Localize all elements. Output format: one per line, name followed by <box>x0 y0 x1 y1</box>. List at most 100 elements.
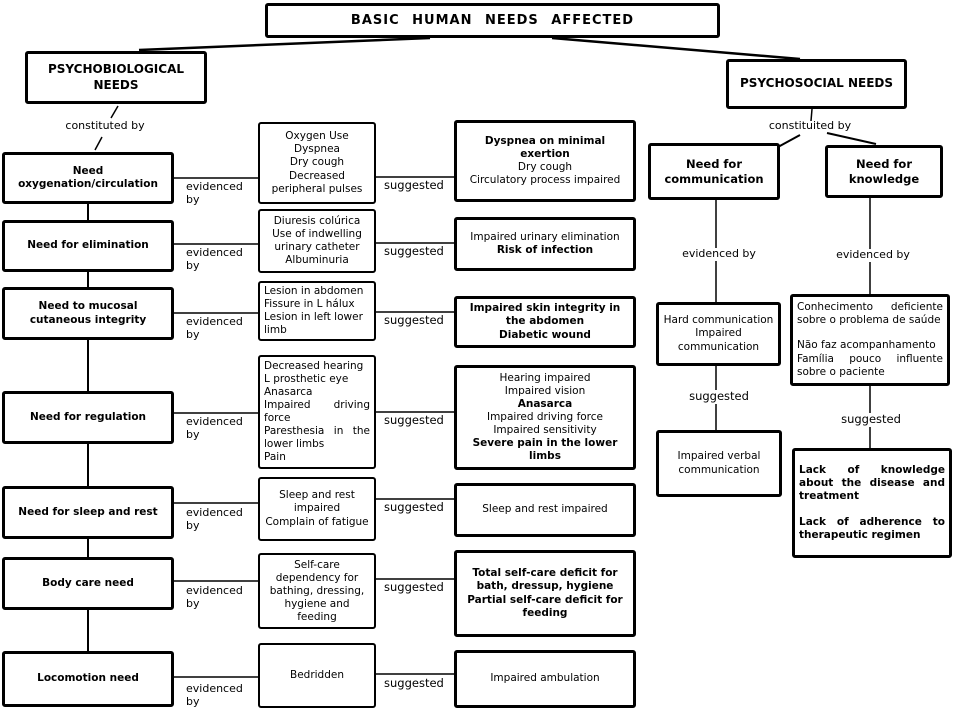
diagnosis-line: Circulatory process impaired <box>469 174 621 187</box>
need-box-mucosal-integrity: Need to mucosal cutaneous integrity <box>2 287 174 340</box>
diagnosis-line: Impaired vision <box>504 384 586 397</box>
evidence-line: Albuminuria <box>285 254 349 267</box>
diagnosis-box-elimination: Impaired urinary elimination Risk of inf… <box>454 217 636 271</box>
diagnosis-line: Partial self-care deficit for feeding <box>467 593 623 619</box>
evidence-box-body-care: Self-care dependency for bathing, dressi… <box>258 553 376 629</box>
evidence-line: Impaired communication <box>677 327 760 353</box>
evidence-line: Diuresis colúrica <box>273 214 361 227</box>
evidence-line: Pain <box>264 451 286 464</box>
need-label: Need for elimination <box>27 239 149 252</box>
suggested-label: suggested <box>828 412 914 427</box>
evidence-line: Impaired driving force <box>264 398 370 424</box>
evidenced-by-label: evidenced by <box>186 246 243 272</box>
psychosocial-header-text: PSYCHOSOCIAL NEEDS <box>739 76 894 91</box>
title-box: BASIC HUMAN NEEDS AFFECTED <box>265 3 720 38</box>
need-label: Need for sleep and rest <box>18 505 158 518</box>
need-label: Need for communication <box>664 156 764 186</box>
diagnosis-box-regulation: Hearing impaired Impaired vision Anasarc… <box>454 365 636 470</box>
evidenced-by-label: evidenced by <box>666 247 772 261</box>
diagnosis-line: Impaired driving force <box>486 410 604 423</box>
diagnosis-line: Total self-care deficit for bath, dressu… <box>472 567 618 593</box>
evidence-line: Dyspnea <box>294 143 340 156</box>
evidenced-by-label: evidenced by <box>186 180 243 206</box>
diagnosis-box-oxygenation: Dyspnea on minimal exertion Dry cough Ci… <box>454 120 636 202</box>
need-box-body-care: Body care need <box>2 557 174 610</box>
need-box-knowledge: Need for knowledge <box>825 145 943 198</box>
evidence-line: Decreased peripheral pulses <box>271 169 363 195</box>
evidence-line: Sleep and rest impaired <box>279 489 355 515</box>
evidence-line: Conhecimento deficiente sobre o problema… <box>797 301 943 327</box>
evidence-line: Complain of fatigue <box>265 515 369 528</box>
diagnosis-line: Dry cough <box>517 161 573 173</box>
title-text: BASIC HUMAN NEEDS AFFECTED <box>350 13 635 28</box>
diagnosis-box-knowledge: Lack of knowledge about the disease and … <box>792 448 952 558</box>
evidence-line: Lesion in abdomen <box>264 284 364 297</box>
evidenced-by-label: evidenced by <box>186 415 243 441</box>
evidenced-by-label: evidenced by <box>186 315 243 341</box>
evidence-line: Hard communication <box>663 314 774 327</box>
suggested-label: suggested <box>676 389 762 404</box>
evidence-line: Decreased hearing <box>264 359 364 372</box>
psychobiological-header-text: PSYCHOBIOLOGICAL NEEDS <box>47 61 185 92</box>
evidence-line: Família pouco influente sobre o paciente <box>797 352 943 378</box>
diagnosis-line: Impaired urinary elimination <box>470 230 620 243</box>
need-label: Need for regulation <box>29 410 147 423</box>
evidence-box-sleep: Sleep and rest impaired Complain of fati… <box>258 477 376 541</box>
evidence-box-locomotion: Bedridden <box>258 643 376 708</box>
suggested-label: suggested <box>384 580 444 594</box>
evidenced-by-label: evidenced by <box>186 584 243 610</box>
evidence-box-knowledge: Conhecimento deficiente sobre o problema… <box>790 294 950 386</box>
evidence-line: Use of indwelling urinary catheter <box>272 227 362 253</box>
evidence-line: Fissure in L hálux <box>264 297 355 310</box>
diagnosis-box-locomotion: Impaired ambulation <box>454 650 636 708</box>
suggested-label: suggested <box>384 313 444 327</box>
diagnosis-line: Hearing impaired <box>499 371 591 384</box>
need-label: Need to mucosal cutaneous integrity <box>29 300 147 326</box>
need-box-elimination: Need for elimination <box>2 220 174 272</box>
evidence-line: Lesion in left lower limb <box>264 311 363 337</box>
evidenced-by-label: evidenced by <box>820 248 926 262</box>
need-label: Need oxygenation/circulation <box>18 164 158 190</box>
evidence-box-elimination: Diuresis colúrica Use of indwelling urin… <box>258 209 376 273</box>
diagnosis-box-sleep: Sleep and rest impaired <box>454 483 636 537</box>
diagnosis-line: Impaired sensitivity <box>493 424 597 436</box>
diagnosis-box-body-care: Total self-care deficit for bath, dressu… <box>454 550 636 637</box>
diagnosis-line: Impaired ambulation <box>490 672 600 685</box>
evidence-line: Self-care dependency for bathing, dressi… <box>269 559 365 624</box>
diagnosis-line: Dyspnea on minimal exertion <box>484 134 606 160</box>
evidence-line: Dry cough <box>289 156 345 169</box>
evidence-box-mucosal: Lesion in abdomen Fissure in L hálux Les… <box>258 281 376 341</box>
need-box-oxygenation: Need oxygenation/circulation <box>2 152 174 204</box>
suggested-label: suggested <box>384 500 444 514</box>
diagnosis-line: Anasarca <box>517 397 573 410</box>
diagnosis-line: Lack of adherence to therapeutic regimen <box>799 515 945 541</box>
suggested-label: suggested <box>384 244 444 258</box>
need-label: Body care need <box>42 576 134 589</box>
evidenced-by-label: evidenced by <box>186 506 243 532</box>
evidence-line: Bedridden <box>289 668 344 681</box>
suggested-label: suggested <box>384 676 444 690</box>
evidence-box-oxygenation: Oxygen Use Dyspnea Dry cough Decreased p… <box>258 122 376 204</box>
psychobiological-header-box: PSYCHOBIOLOGICAL NEEDS <box>25 51 207 104</box>
evidence-line: L prosthetic eye <box>264 372 349 385</box>
need-box-regulation: Need for regulation <box>2 391 174 444</box>
need-box-sleep-rest: Need for sleep and rest <box>2 486 174 539</box>
diagnosis-line: Severe pain in the lower limbs <box>472 437 618 463</box>
evidence-line: Não faz acompanhamento <box>797 339 936 352</box>
psychosocial-header-box: PSYCHOSOCIAL NEEDS <box>726 59 907 109</box>
diagnosis-line: Sleep and rest impaired <box>482 503 608 516</box>
need-label: Locomotion need <box>37 672 139 685</box>
constituted-by-label-right: constituited by <box>768 119 852 132</box>
need-box-communication: Need for communication <box>648 143 780 200</box>
constituted-by-label-left: constituted by <box>65 119 145 132</box>
diagnosis-line: Diabetic wound <box>499 328 591 341</box>
need-box-locomotion: Locomotion need <box>2 651 174 707</box>
diagnosis-box-mucosal: Impaired skin integrity in the abdomen D… <box>454 296 636 348</box>
evidence-box-communication: Hard communication Impaired communicatio… <box>656 302 781 366</box>
need-label: Need for knowledge <box>848 156 920 186</box>
suggested-label: suggested <box>384 413 444 427</box>
evidence-line: Oxygen Use <box>285 130 349 143</box>
diagnosis-box-communication: Impaired verbal communication <box>656 430 782 497</box>
